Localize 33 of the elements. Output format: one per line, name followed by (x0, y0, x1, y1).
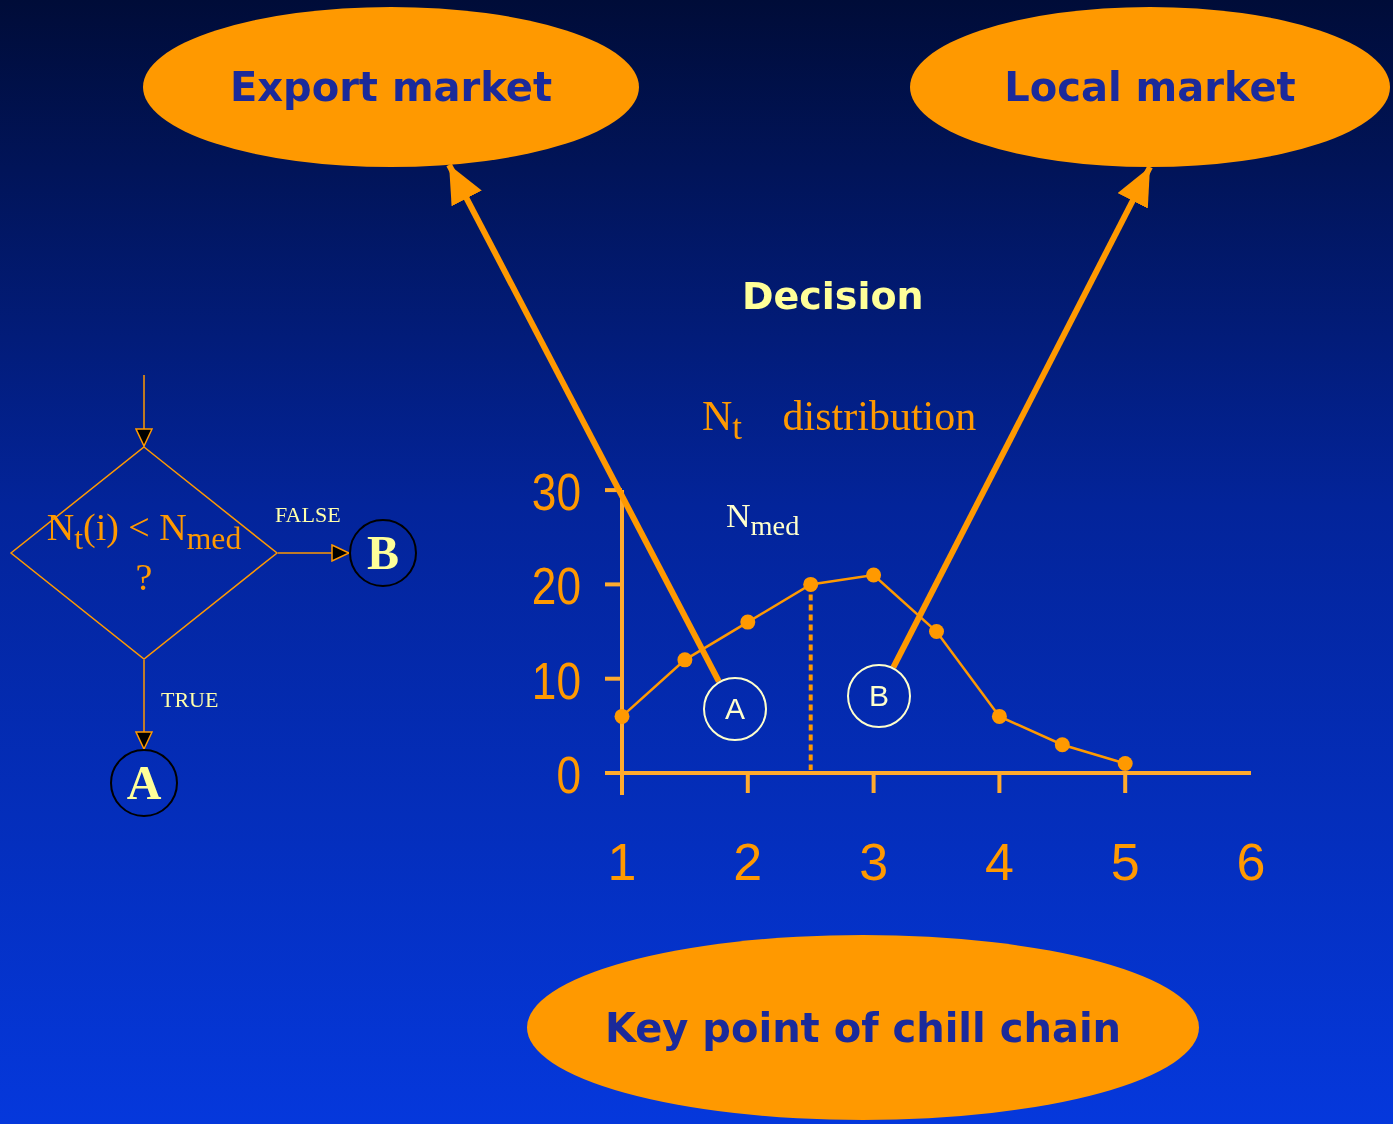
flow-arrow (135, 659, 153, 750)
question-mark: ? (135, 556, 153, 599)
marker-circle (847, 664, 911, 728)
node-letter: B (869, 681, 889, 711)
axis-tick-label: 20 (531, 557, 581, 616)
median-label: N$_{med}$ (726, 497, 800, 542)
flow-arrow (277, 544, 350, 562)
connector-circle (349, 519, 417, 587)
marker-circle (703, 677, 767, 741)
ellipse-label: Export market (229, 64, 553, 110)
edge-label: TRUE (161, 687, 219, 713)
chart-title: N$_{t}$ distribution (702, 392, 977, 449)
thick-arrow (446, 163, 722, 683)
axis-tick-label: 1 (607, 833, 637, 891)
node-letter: A (126, 759, 162, 807)
axis-tick-label: 30 (531, 462, 581, 521)
axis-tick-label: 0 (556, 745, 581, 804)
flow-arrow (135, 374, 153, 447)
connector-circle (110, 749, 178, 817)
ellipse-label: Key point of chill chain (604, 1004, 1122, 1051)
ellipse-label: Local market (1004, 64, 1296, 110)
axis-tick-label: 6 (1236, 833, 1266, 891)
axis-tick-label: 3 (859, 833, 889, 891)
node-letter: A (725, 694, 745, 724)
thick-arrow (890, 165, 1153, 669)
node-letter: B (367, 529, 399, 577)
condition-text: N$_{t}$(i) < N$_{med}$ (46, 507, 242, 557)
axis-tick-label: 2 (733, 833, 763, 891)
axis-tick-label: 5 (1110, 833, 1140, 891)
axis-tick-label: 10 (531, 651, 581, 710)
axis-tick-label: 4 (984, 833, 1014, 891)
heading-text: Decision (742, 274, 924, 318)
edge-label: FALSE (275, 502, 341, 528)
